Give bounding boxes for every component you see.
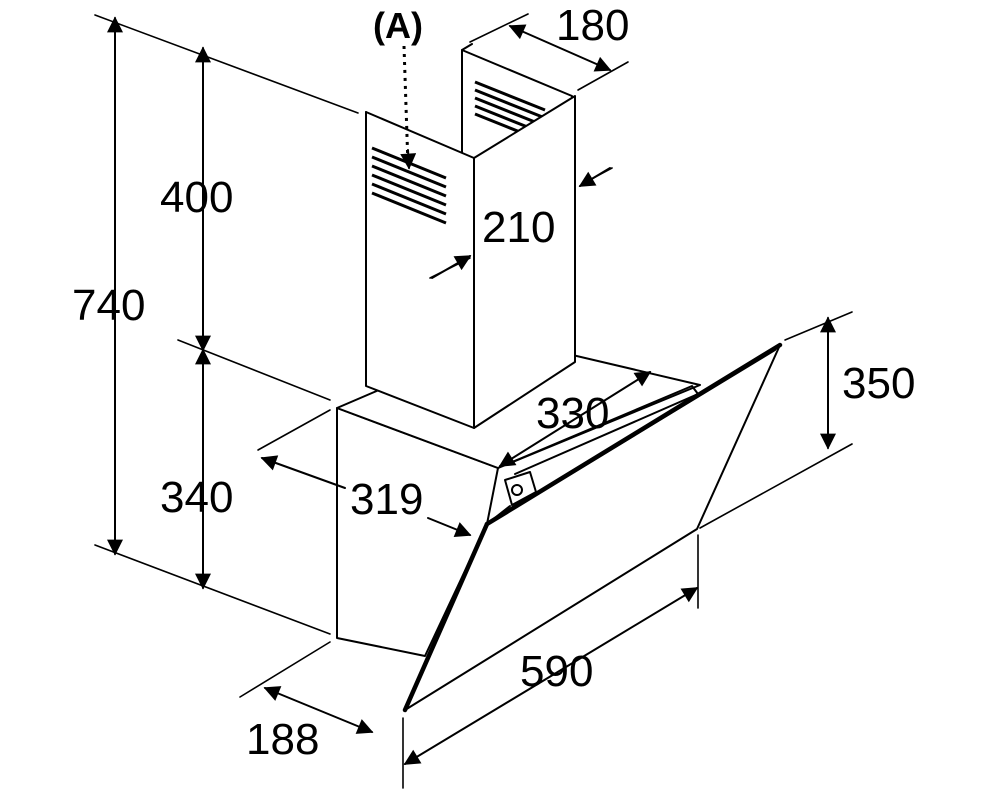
label-188: 188 [246, 715, 319, 764]
chimney [365, 43, 576, 429]
label-740: 740 [72, 281, 145, 330]
dimension-lines [107, 16, 836, 765]
dim-188 [263, 686, 374, 734]
dim-210-left [431, 255, 472, 279]
label-400: 400 [160, 173, 233, 222]
dim-319-right [427, 517, 472, 538]
label-590: 590 [520, 647, 593, 696]
dim-180 [508, 24, 612, 72]
dim-590 [403, 587, 699, 765]
chimney-front-face [365, 111, 475, 429]
label-180: 180 [556, 1, 629, 50]
chimney-top-flange [365, 43, 473, 123]
chimney-right-face [473, 95, 576, 429]
label-340: 340 [160, 473, 233, 522]
label-330: 330 [536, 389, 609, 438]
label-319: 319 [350, 475, 423, 524]
dim-319-left [260, 455, 346, 489]
hinge-bolt [511, 484, 523, 496]
reference-arrow [400, 149, 417, 170]
label-350: 350 [842, 359, 915, 408]
label-210: 210 [482, 203, 555, 252]
dim-210-right [578, 167, 611, 187]
reference-label: (A) [373, 5, 423, 46]
dim-330 [498, 371, 652, 467]
